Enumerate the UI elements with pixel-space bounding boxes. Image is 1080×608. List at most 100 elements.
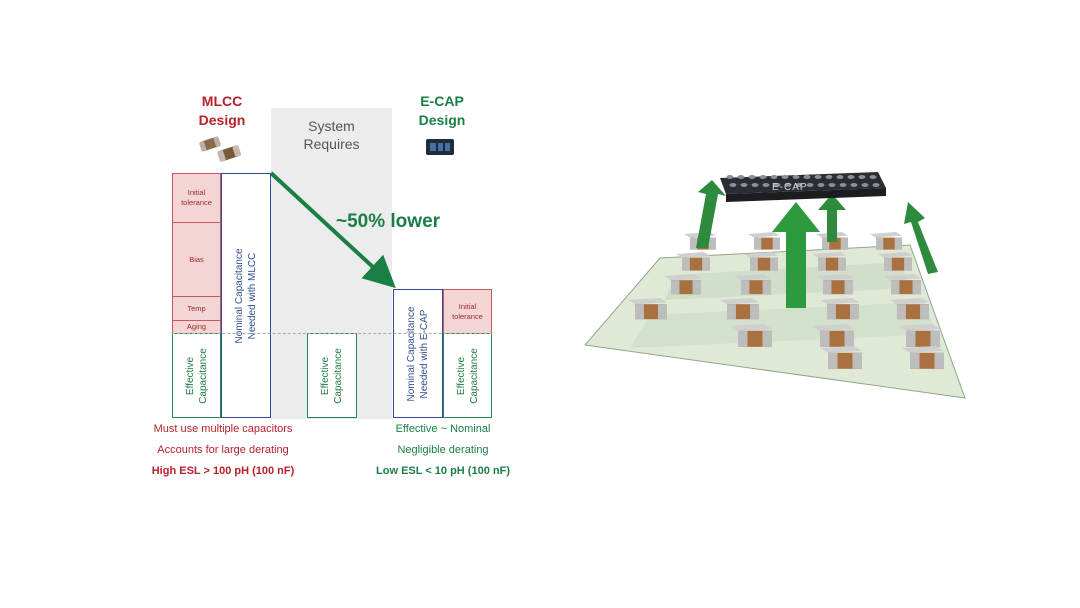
mlcc-nominal-capacitance-label: Nominal Capacitance Needed with MLCC xyxy=(233,248,259,343)
ecap-chip-bump xyxy=(792,175,800,179)
mlcc-capacitor xyxy=(890,298,929,320)
ecap-chip-bump xyxy=(825,175,833,179)
mlcc-nominal-line1: Nominal Capacitance xyxy=(234,247,245,344)
mlcc-capacitor xyxy=(878,252,912,271)
mlcc-capacitor xyxy=(884,274,921,295)
bias-label: Bias xyxy=(189,254,204,264)
ecap-design-title: E-CAP Design xyxy=(397,92,487,130)
system-requires-title: System Requires xyxy=(271,117,392,153)
aging-label: Aging xyxy=(186,322,207,331)
ecap-initial-tolerance-block: Initial tolerance xyxy=(443,289,492,334)
fifty-percent-lower-label: ~50% lower xyxy=(336,211,441,232)
ecap-title-line2: Design xyxy=(418,112,466,128)
system-effective-capacitance-label: Effective Capacitance xyxy=(320,347,344,404)
ecap-chip-bump xyxy=(726,175,734,179)
ecap-chip-icon xyxy=(426,139,454,155)
mlcc-capacitor xyxy=(820,346,862,369)
mlcc-caption-3: High ESL > 100 pH (100 nF) xyxy=(151,465,295,477)
mlcc-caption-1: Must use multiple capacitors xyxy=(153,423,293,435)
ecap-caption-1: Effective ~ Nominal xyxy=(395,423,491,435)
ecap-nominal-line1: Nominal Capacitance xyxy=(406,305,417,402)
mlcc-capacitor xyxy=(748,232,780,250)
ecap-chip-bump xyxy=(748,175,756,179)
initial-tolerance-label: Initial tolerance xyxy=(181,188,212,207)
ecap-title-line1: E-CAP xyxy=(420,93,464,109)
upward-arrow-center-large xyxy=(772,202,820,308)
ecap-chip-bumps xyxy=(726,175,880,187)
mlcc-capacitor xyxy=(812,324,854,347)
system-title-line1: System xyxy=(308,118,355,134)
mlcc-capacitor xyxy=(870,232,902,250)
ecap-effective-capacitance-label: Effective Capacitance xyxy=(455,347,480,404)
initial-tolerance-block: Initial tolerance xyxy=(172,173,221,223)
mlcc-capacitor xyxy=(720,298,759,320)
ecap-chip-bump xyxy=(729,183,737,187)
mlcc-design-title: MLCC Design xyxy=(177,92,267,130)
ecap-chip-bump xyxy=(847,175,855,179)
mlcc-capacitor xyxy=(744,252,778,271)
mlcc-effective-capacitance-block: Effective Capacitance xyxy=(172,333,221,418)
mlcc-title-line2: Design xyxy=(198,112,246,128)
ecap-chip-bump xyxy=(861,183,869,187)
ecap-chip-3d: E-CAP xyxy=(720,172,886,202)
ecap-chip-bump xyxy=(850,183,858,187)
mlcc-effective-capacitance-label: Effective Capacitance xyxy=(184,347,209,404)
ecap-chip-bump xyxy=(751,183,759,187)
upward-arrow-left xyxy=(696,180,726,248)
ecap-initial-tolerance-label: Initial tolerance xyxy=(452,301,483,321)
mlcc-capacitor xyxy=(734,274,771,295)
mlcc-component-icon xyxy=(199,136,241,162)
ecap-chip-bump xyxy=(770,175,778,179)
mlcc-capacitor xyxy=(628,298,667,320)
ecap-effective-capacitance-block: Effective Capacitance xyxy=(443,333,492,418)
ecap-chip-bump xyxy=(795,183,803,187)
pcb-illustration: E-CAP xyxy=(584,172,966,399)
ecap-chip-bump xyxy=(806,183,814,187)
temp-block: Temp xyxy=(172,296,221,321)
mlcc-capacitor xyxy=(902,346,944,369)
mlcc-capacitor xyxy=(812,252,846,271)
upward-arrow-right xyxy=(904,202,938,274)
mlcc-nominal-capacitance-block: Nominal Capacitance Needed with MLCC xyxy=(221,173,271,418)
ecap-chip-bump xyxy=(737,175,745,179)
bias-block: Bias xyxy=(172,222,221,297)
ecap-caption-3: Low ESL < 10 pH (100 nF) xyxy=(376,465,510,477)
system-effective-capacitance-block: Effective Capacitance xyxy=(307,333,357,418)
ecap-chip-bump xyxy=(839,183,847,187)
ecap-chip-bump xyxy=(872,183,880,187)
ecap-chip-bump xyxy=(869,175,877,179)
ecap-chip-bump xyxy=(803,175,811,179)
ecap-chip-bump xyxy=(828,183,836,187)
temp-label: Temp xyxy=(187,303,206,313)
effective-capacitance-reference-line xyxy=(172,333,492,334)
ecap-chip-bump xyxy=(836,175,844,179)
ecap-nominal-capacitance-label: Nominal Capacitance Needed with E-CAP xyxy=(405,306,431,401)
aging-block: Aging xyxy=(172,320,221,334)
mlcc-caption-2: Accounts for large derating xyxy=(157,444,289,456)
mlcc-nominal-line2: Needed with MLCC xyxy=(247,252,258,339)
ecap-chip-bump xyxy=(773,183,781,187)
ecap-chip-label: E-CAP xyxy=(772,182,808,193)
ecap-chip-bump xyxy=(858,175,866,179)
system-title-line2: Requires xyxy=(303,136,360,152)
mlcc-capacitor xyxy=(816,274,853,295)
ecap-chip-bump xyxy=(814,175,822,179)
mlcc-capacitor xyxy=(820,298,859,320)
ecap-chip-bump xyxy=(759,175,767,179)
reduction-arrow xyxy=(269,171,396,289)
ecap-chip-bump xyxy=(781,175,789,179)
mlcc-capacitor-array xyxy=(628,232,944,369)
ecap-chip-bump xyxy=(762,183,770,187)
mlcc-capacitor xyxy=(664,274,701,295)
upward-arrows xyxy=(696,180,938,308)
ecap-nominal-capacitance-block: Nominal Capacitance Needed with E-CAP xyxy=(393,289,443,418)
mlcc-capacitor xyxy=(676,252,710,271)
mlcc-capacitor xyxy=(730,324,772,347)
ecap-caption-2: Negligible derating xyxy=(397,444,489,456)
mlcc-title-line1: MLCC xyxy=(201,93,243,109)
upward-arrow-center-small xyxy=(818,194,846,242)
mlcc-capacitor xyxy=(898,324,940,347)
ecap-chip-bump xyxy=(740,183,748,187)
ecap-nominal-line2: Needed with E-CAP xyxy=(419,309,430,398)
ecap-chip-bump xyxy=(817,183,825,187)
